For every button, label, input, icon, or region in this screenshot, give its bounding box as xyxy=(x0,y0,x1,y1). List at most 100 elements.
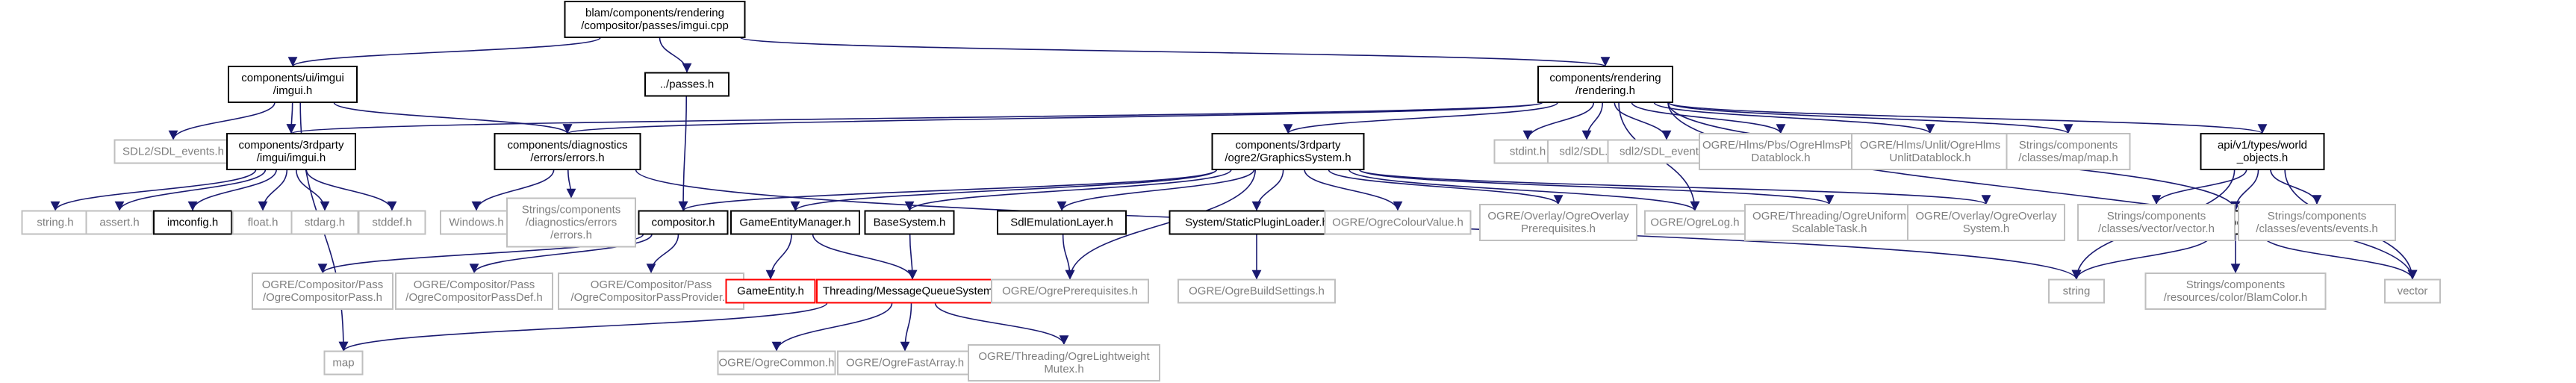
node-label-line: Strings/components xyxy=(2019,139,2118,152)
node-blamcolor: Strings/components/resources/color/BlamC… xyxy=(2144,273,2327,310)
edge-ogre_gs-to-uniform_task xyxy=(1358,169,1835,205)
node-sdlemu[interactable]: SdlEmulationLayer.h xyxy=(997,210,1127,235)
node-stddef: stddef.h xyxy=(358,210,426,235)
node-box xyxy=(1744,204,1914,241)
node-compositor[interactable]: compositor.h xyxy=(638,210,729,235)
node-static_plugin[interactable]: System/StaticPluginLoader.h xyxy=(1169,210,1345,235)
edge-passes-to-compositor xyxy=(678,96,688,211)
node-label-line: System.h xyxy=(1963,222,2010,235)
edge-ogre_gs-to-basesystem xyxy=(904,169,1232,211)
edge-world_objects-to-tags xyxy=(2230,169,2259,211)
edge-tp_imgui-to-string_h xyxy=(50,169,257,211)
node-label-line: /diagnostics/errors xyxy=(526,217,617,229)
edge-rendering-to-hlmspbs xyxy=(1631,102,1786,134)
node-passes[interactable]: ../passes.h xyxy=(644,72,729,97)
node-threading[interactable]: Threading/MessageQueueSystem.h xyxy=(816,278,1009,304)
node-imconfig[interactable]: imconfig.h xyxy=(153,210,232,235)
edge-rendering-to-sdl_h xyxy=(1581,102,1604,140)
node-label-line: _objects.h xyxy=(2236,152,2288,164)
node-map: map xyxy=(323,350,364,376)
node-label-line: /OgreCompositorPass.h xyxy=(263,291,382,304)
edge-tp_imgui-to-stdarg xyxy=(295,169,330,211)
edge-rendering-to-sdl_events xyxy=(1614,102,1672,140)
node-box xyxy=(638,210,729,235)
node-label-line: OGRE/Hlms/Pbs/OgreHlmsPbs xyxy=(1702,139,1859,152)
edge-tp_imgui-to-stddef xyxy=(305,169,397,211)
node-box xyxy=(837,350,973,376)
node-label-line: string xyxy=(2063,285,2091,298)
node-box xyxy=(153,210,232,235)
node-label-line: UnlitDatablock.h xyxy=(1889,152,1970,164)
node-box xyxy=(358,210,426,235)
node-label-line: GameEntityManager.h xyxy=(739,217,850,229)
node-label-line: /errors/errors.h xyxy=(530,152,604,164)
node-box xyxy=(440,210,513,235)
edge-compositor-to-comp_passdef xyxy=(469,234,653,274)
edge-threading-to-map xyxy=(338,302,828,352)
node-box xyxy=(323,350,364,376)
node-label-line: vector xyxy=(2398,285,2428,298)
edge-rendering-to-ogre_gs xyxy=(1283,102,1559,134)
node-comp_passdef: OGRE/Compositor/Pass/OgreCompositorPassD… xyxy=(395,273,553,310)
edge-ui_imgui-to-sdl2_events xyxy=(168,102,276,140)
node-box xyxy=(1177,278,1336,304)
node-label-line: stdarg.h xyxy=(305,217,345,229)
edge-gem-to-gameentity xyxy=(765,234,792,280)
node-box xyxy=(968,344,1160,382)
node-ogre_gs[interactable]: components/3rdparty/ogre2/GraphicsSystem… xyxy=(1211,133,1365,170)
node-fastarray: OGRE/OgreFastArray.h xyxy=(837,350,973,376)
node-buildsettings: OGRE/OgreBuildSettings.h xyxy=(1177,278,1336,304)
node-box xyxy=(816,278,1009,304)
node-root[interactable]: blam/components/rendering/compositor/pas… xyxy=(564,1,746,38)
node-label-line: OGRE/OgreLog.h xyxy=(1650,217,1739,229)
node-label-line: SDL2/SDL_events.h xyxy=(122,146,224,158)
node-assert_h: assert.h xyxy=(85,210,154,235)
node-box xyxy=(506,197,636,248)
node-basesystem[interactable]: BaseSystem.h xyxy=(864,210,955,235)
node-box xyxy=(717,350,836,376)
node-label-line: /imgui.h xyxy=(273,84,313,97)
node-label-line: sdl2/SDL_events.h xyxy=(1620,146,1714,158)
node-label-line: OGRE/OgreFastArray.h xyxy=(846,357,964,370)
edge-ogre_gs-to-static_plugin xyxy=(1251,169,1284,211)
node-label-line: SdlEmulationLayer.h xyxy=(1010,217,1113,229)
node-sdl2_events: SDL2/SDL_events.h xyxy=(113,139,233,164)
edge-ogre_gs-to-sdlemu xyxy=(1057,169,1255,211)
node-label-line: imconfig.h xyxy=(167,217,218,229)
node-str_errors: Strings/components/diagnostics/errors/er… xyxy=(506,197,636,248)
node-box xyxy=(864,210,955,235)
node-label-line: OGRE/Hlms/Unlit/OgreHlms xyxy=(1860,139,2000,152)
node-errors[interactable]: components/diagnostics/errors/errors.h xyxy=(494,133,641,170)
node-box xyxy=(1907,204,2065,241)
node-tp_imgui[interactable]: components/3rdparty/imgui/imgui.h xyxy=(226,133,356,170)
node-label-line: OGRE/OgreCommon.h xyxy=(718,357,834,370)
edge-rendering-to-errors xyxy=(563,102,1543,134)
node-world_objects[interactable]: api/v1/types/world_objects.h xyxy=(2200,133,2325,170)
node-label-line: /OgreCompositorPassProvider.h xyxy=(570,291,731,304)
edge-errors-to-str_errors xyxy=(566,169,576,199)
node-string: string xyxy=(2048,278,2105,304)
node-rendering[interactable]: components/rendering/rendering.h xyxy=(1537,66,1673,103)
node-label-line: /OgreCompositorPassDef.h xyxy=(405,291,542,304)
node-label-line: OGRE/OgreBuildSettings.h xyxy=(1189,285,1325,298)
node-box xyxy=(2144,273,2327,310)
node-ui_imgui[interactable]: components/ui/imgui/imgui.h xyxy=(228,66,358,103)
node-label-line: Mutex.h xyxy=(1044,363,1083,376)
node-gem[interactable]: GameEntityManager.h xyxy=(730,210,860,235)
node-box xyxy=(85,210,154,235)
node-gameentity[interactable]: GameEntity.h xyxy=(725,278,816,304)
node-label-line: compositor.h xyxy=(651,217,715,229)
node-box xyxy=(1211,133,1365,170)
node-label-line: api/v1/types/world xyxy=(2218,139,2307,152)
edge-tp_imgui-to-assert_h xyxy=(114,169,267,211)
node-label-line: /classes/events/events.h xyxy=(2256,222,2377,235)
node-label-line: BaseSystem.h xyxy=(874,217,946,229)
node-box xyxy=(2077,204,2236,241)
edge-ogre_gs-to-colourvalue xyxy=(1304,169,1403,211)
node-box xyxy=(564,1,746,38)
edge-tp_imgui-to-imconfig xyxy=(187,169,277,211)
